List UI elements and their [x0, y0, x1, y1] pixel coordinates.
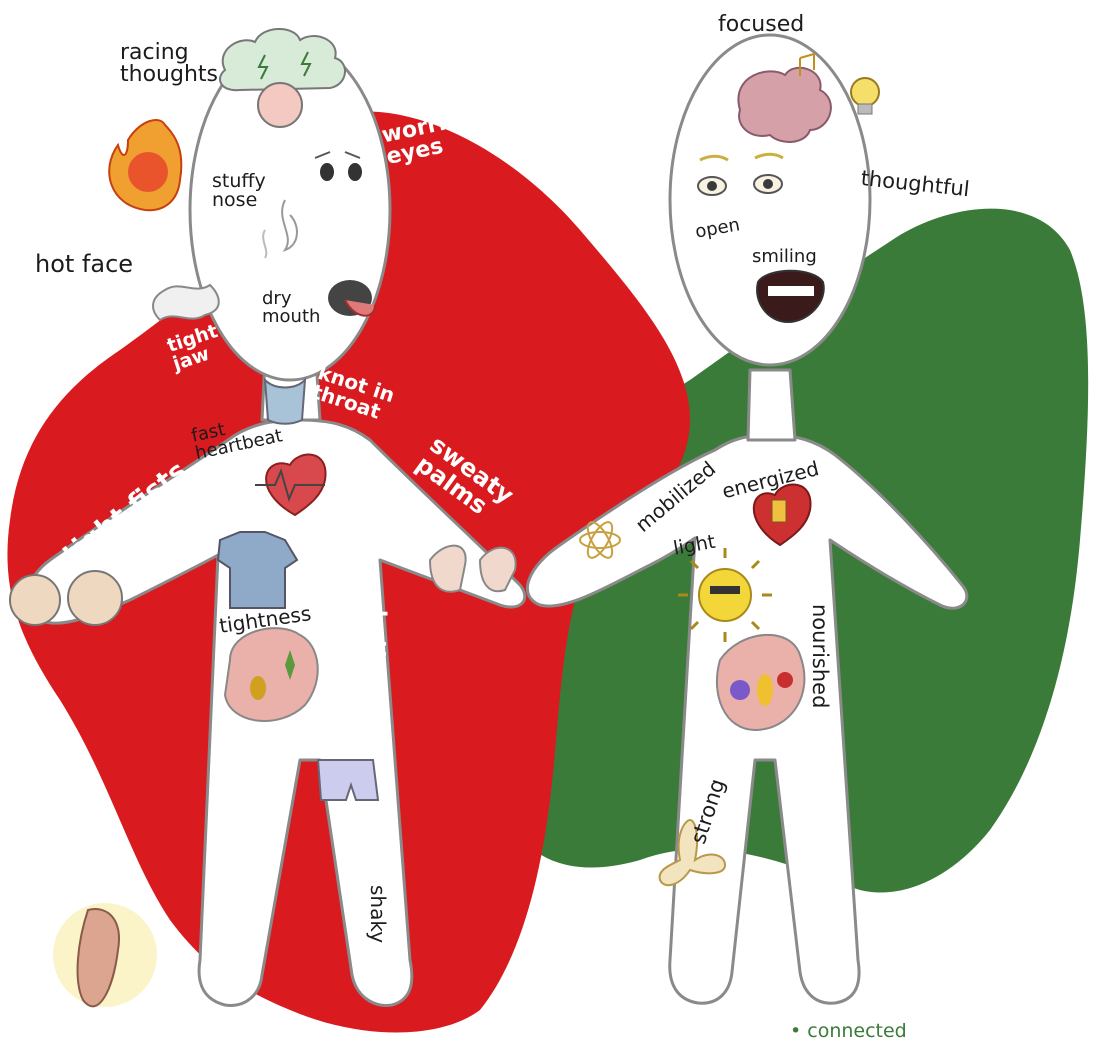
shorts-icon — [318, 760, 378, 800]
flame-face-icon — [109, 120, 181, 210]
lightbulb-icon — [851, 78, 879, 114]
label-dry-mouth: dry mouth — [262, 290, 320, 326]
label-hot-face: hot face — [35, 252, 133, 276]
label-shaky: shaky — [368, 885, 388, 943]
label-stuffy-nose: stuffy nose — [212, 172, 266, 210]
shirt-icon — [218, 532, 297, 608]
label-focused: focused — [718, 14, 804, 36]
stomach-icon — [225, 628, 318, 721]
label-racing-thoughts: racing thoughts — [120, 42, 218, 86]
label-smiling: smiling — [752, 248, 817, 266]
label-butterflies: butterflies — [367, 610, 388, 734]
hot-foot-icon — [53, 903, 157, 1007]
label-nourished: nourished — [809, 604, 830, 708]
label-connected: • connected — [790, 1022, 907, 1041]
clenched-jaw-icon — [153, 285, 219, 320]
